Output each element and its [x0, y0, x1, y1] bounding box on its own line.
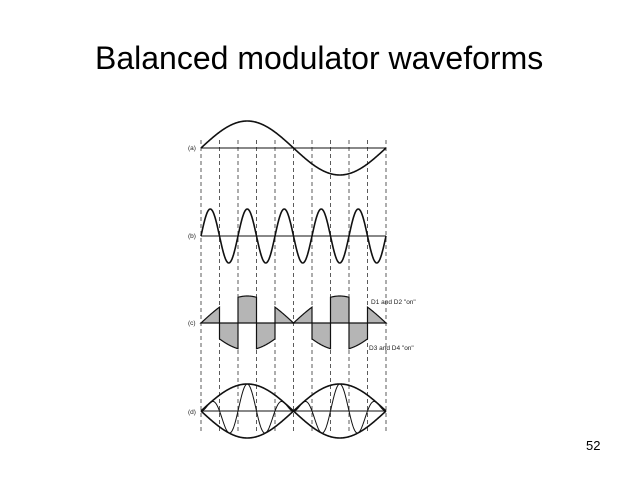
- switched-segment: [311, 322, 332, 350]
- panel-a-label: (a): [188, 145, 196, 152]
- panel-a-waveform: [200, 120, 387, 176]
- panel-c-waveform: [199, 295, 388, 350]
- d1-d2-on-annotation: D1 and D2 "on": [371, 299, 416, 306]
- switched-segment: [348, 322, 369, 350]
- switched-segment: [237, 295, 258, 324]
- carrier-curve: [200, 208, 387, 264]
- d3-d4-on-annotation: D3 and D4 "on": [369, 345, 414, 352]
- dsb-output-curve: [200, 383, 387, 434]
- slide-title: Balanced modulator waveforms: [95, 40, 544, 76]
- switched-segment: [218, 322, 239, 350]
- modulating-signal-curve: [200, 120, 387, 176]
- panel-d-label: (d): [188, 409, 196, 416]
- panel-b-waveform: [200, 208, 387, 264]
- panel-c-label: (c): [188, 320, 196, 327]
- timing-guide-lines: [200, 140, 387, 432]
- switched-segment: [255, 322, 276, 350]
- slide-number: 52: [586, 438, 601, 453]
- switched-segment: [366, 305, 388, 324]
- switched-segment: [291, 305, 313, 324]
- switched-segment: [274, 305, 296, 324]
- switched-segment: [199, 305, 221, 324]
- panel-b-label: (b): [188, 233, 196, 240]
- switched-segment: [329, 295, 350, 324]
- panel-d-waveform: [200, 383, 387, 439]
